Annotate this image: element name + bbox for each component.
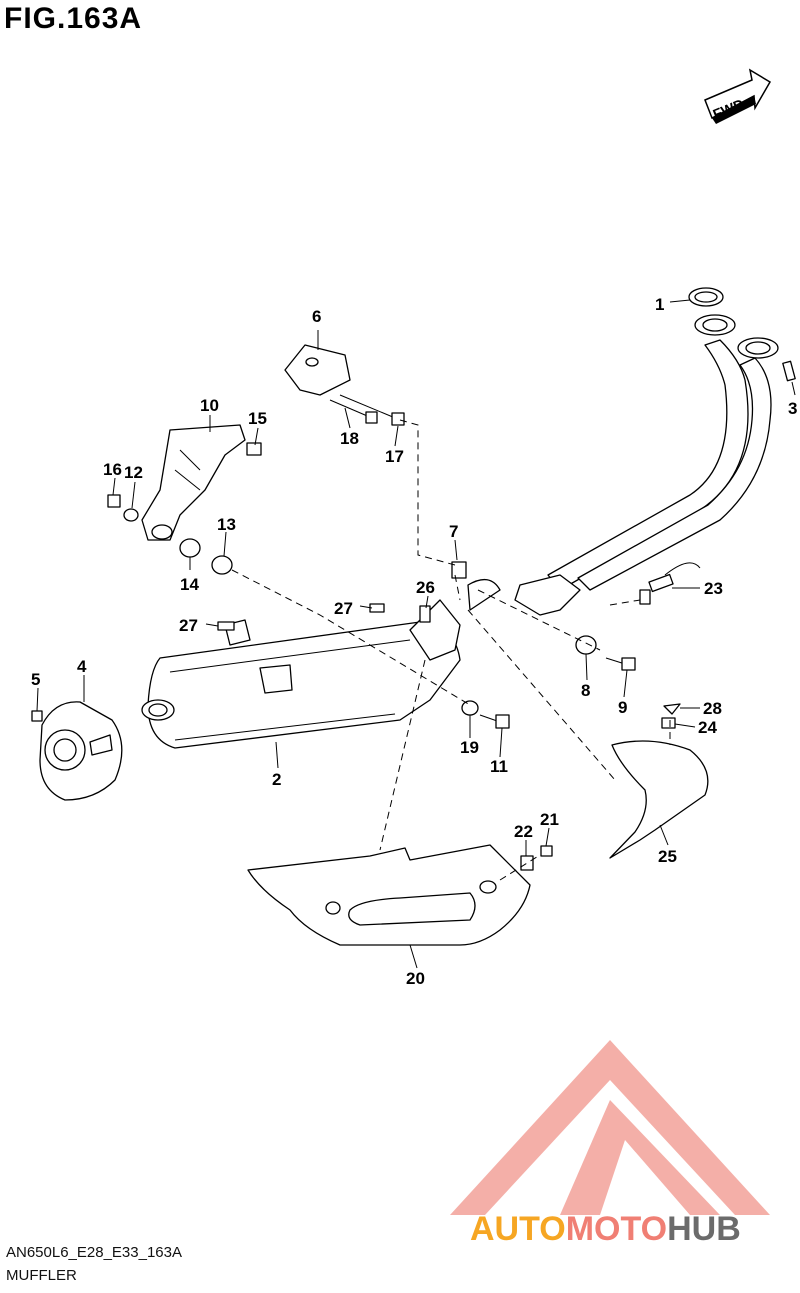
- muffler-body-2: [141, 578, 501, 749]
- callout-28: 28: [703, 699, 722, 718]
- callout-15: 15: [248, 409, 267, 428]
- clip-26: [419, 605, 431, 623]
- collar-22: [520, 855, 534, 871]
- bolt-9: [605, 657, 636, 671]
- bolt-7: [451, 561, 467, 579]
- callout-26: 26: [416, 578, 435, 597]
- callout-14: 14: [180, 575, 199, 594]
- cover-25: [609, 740, 709, 859]
- clip-27-left: [217, 621, 235, 631]
- bolt-17: [339, 394, 405, 426]
- heat-shield-20: [247, 844, 531, 946]
- fwd-arrow-icon: FWD: [704, 68, 772, 124]
- callout-8: 8: [581, 681, 590, 700]
- callout-19: 19: [460, 738, 479, 757]
- o2-sensor-23: [639, 562, 701, 605]
- diagram-code: AN650L6_E28_E33_163A: [6, 1244, 182, 1261]
- callout-numbers: 1 2 3 4 5 6 7 8 9 10 11 12 13 14 15 16 1…: [31, 295, 797, 988]
- callout-23: 23: [704, 579, 723, 598]
- washer-12: [123, 508, 139, 522]
- callout-27-left: 27: [179, 616, 198, 635]
- callout-21: 21: [540, 810, 559, 829]
- callout-6: 6: [312, 307, 321, 326]
- callout-18: 18: [340, 429, 359, 448]
- callout-17: 17: [385, 447, 404, 466]
- callout-16: 16: [103, 460, 122, 479]
- end-cover-4: [39, 701, 123, 801]
- callout-27-right: 27: [334, 599, 353, 618]
- clip-27-right: [369, 603, 385, 613]
- callout-5: 5: [31, 670, 40, 689]
- watermark-logo: [450, 1040, 770, 1215]
- grommet-14: [179, 538, 201, 558]
- callout-leaders: [36, 299, 796, 969]
- callout-3: 3: [788, 399, 797, 418]
- callout-2: 2: [272, 770, 281, 789]
- bracket-6: [284, 344, 351, 396]
- grommet-8: [575, 635, 597, 655]
- exhaust-pipe-assembly: [514, 314, 779, 616]
- callout-7: 7: [449, 522, 458, 541]
- bolt-21: [540, 845, 553, 857]
- bracket-10: [141, 424, 246, 541]
- callout-1: 1: [655, 295, 664, 314]
- collar-13: [211, 555, 233, 575]
- callout-4: 4: [77, 657, 87, 676]
- figure-title: FIG.163A: [4, 2, 143, 35]
- watermark-text-hub: HUB: [667, 1210, 741, 1248]
- assembly-dash-lines: [231, 419, 671, 881]
- bolt-18: [329, 399, 378, 424]
- bolt-3: [782, 360, 796, 382]
- callout-9: 9: [618, 698, 627, 717]
- watermark-text: AUTOMOTOHUB: [470, 1210, 741, 1248]
- section-name: MUFFLER: [6, 1267, 77, 1284]
- callout-13: 13: [217, 515, 236, 534]
- callout-20: 20: [406, 969, 425, 988]
- bolt-5: [31, 710, 43, 722]
- nut-16: [107, 494, 121, 508]
- watermark-text-auto: AUTO: [470, 1210, 566, 1248]
- bolt-28: [663, 703, 681, 715]
- callout-10: 10: [200, 396, 219, 415]
- callout-11: 11: [490, 757, 508, 776]
- washer-19: [461, 700, 479, 716]
- callout-12: 12: [124, 463, 143, 482]
- callout-25: 25: [658, 847, 677, 866]
- bolt-11: [479, 714, 510, 729]
- bolt-15: [246, 442, 262, 456]
- watermark-text-moto: MOTO: [566, 1210, 667, 1248]
- callout-22: 22: [514, 822, 533, 841]
- nut-24: [661, 717, 676, 729]
- callout-24: 24: [698, 718, 717, 737]
